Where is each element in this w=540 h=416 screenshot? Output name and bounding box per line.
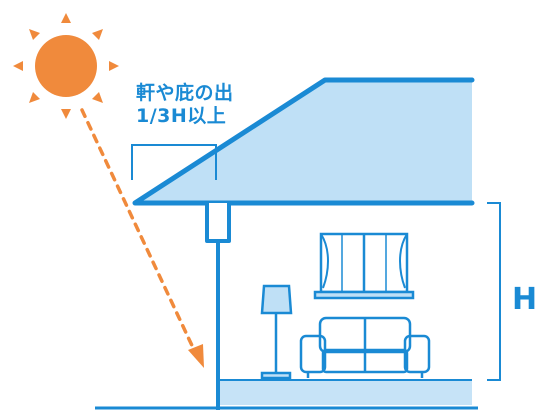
- eaves-bracket: [131, 144, 217, 180]
- floor-lamp-icon: [260, 284, 293, 380]
- height-bracket: [487, 202, 501, 381]
- roof: [132, 77, 475, 206]
- eaves-label-line1: 軒や庇の出: [136, 82, 234, 104]
- floor: [218, 380, 472, 405]
- eaves-label-line2: 1/3H以上: [136, 105, 227, 127]
- sofa-icon: [299, 316, 431, 378]
- height-label: H: [512, 282, 538, 317]
- window-icon: [313, 232, 415, 300]
- wall-header: [205, 203, 231, 243]
- sun-icon: [13, 13, 119, 119]
- sun-ray-arrow: [80, 108, 204, 368]
